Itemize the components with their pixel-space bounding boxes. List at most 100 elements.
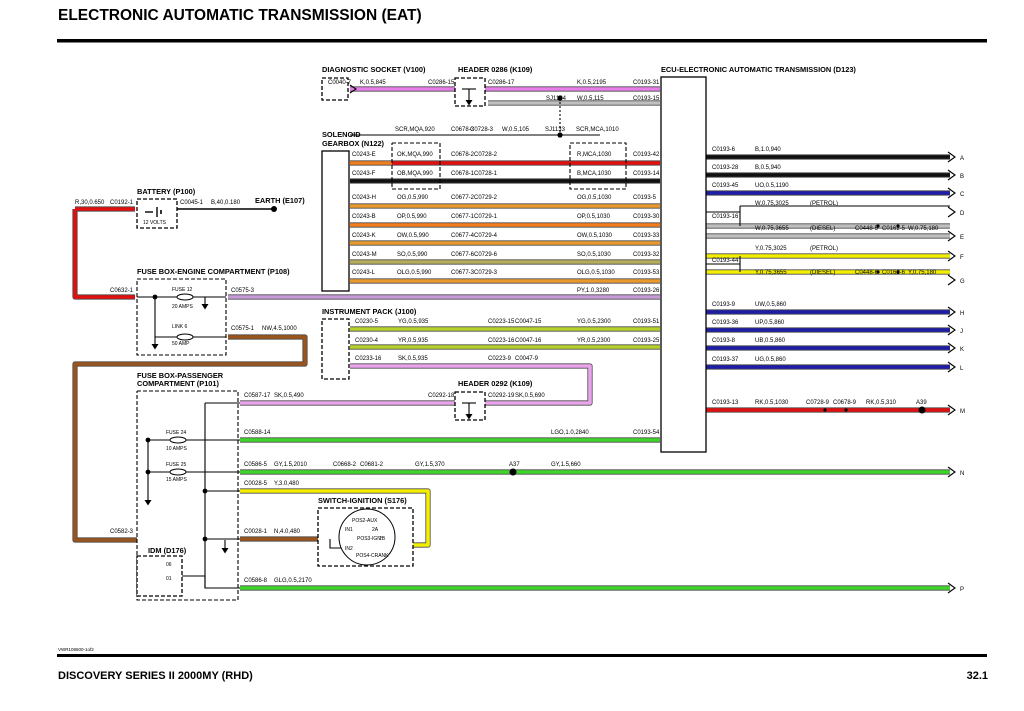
fuse24-label: FUSE 24 xyxy=(166,430,187,436)
label-s4_w2: OP,0.5,1030 xyxy=(577,214,611,220)
label-r_c1: C0193-6 xyxy=(712,147,736,153)
label-s1_c2: C0678-2 xyxy=(451,152,475,158)
label-py_w: PY,1.0,3280 xyxy=(577,288,610,294)
edge-arrow-h xyxy=(947,306,956,318)
edge-letter-n: N xyxy=(960,471,964,477)
edge-arrow-n xyxy=(947,466,956,478)
edge-arrow-b xyxy=(947,169,956,181)
edge-arrow-l xyxy=(947,361,956,373)
label-i3_c3: C0047-9 xyxy=(515,356,539,362)
label-r_c4b: C0448-5 xyxy=(855,226,879,232)
label-w_c2: C0193-15 xyxy=(633,96,660,102)
label-s4_w1: OP,0.5,990 xyxy=(397,214,427,220)
label-gy_c1: C0586-5 xyxy=(244,462,268,468)
label-i2_c: C0230-4 xyxy=(355,338,379,344)
label-i1_c: C0230-5 xyxy=(355,319,379,325)
label-s5_c3: C0729-4 xyxy=(474,233,498,239)
fuse25 xyxy=(169,468,187,476)
label-diag_c2: C0286-15 xyxy=(428,80,455,86)
wires xyxy=(72,86,950,591)
label-bat_c1: C0192-1 xyxy=(110,200,134,206)
switch-pos2: POS2-AUX xyxy=(352,518,378,524)
label-y_c1: C0028-5 xyxy=(244,481,268,487)
switch-in1: IN1 xyxy=(345,527,353,533)
label-r_w8: UB,0.5,860 xyxy=(755,338,786,344)
label-i1_c2: C0223-15 xyxy=(488,319,515,325)
label-s1_c4: C0193-42 xyxy=(633,152,660,158)
label-r_t4b: (DIESEL) xyxy=(810,226,835,232)
switch-pos3: POS3-IGN xyxy=(357,536,381,542)
label-i1_c4: C0193-51 xyxy=(633,319,660,325)
label-r_c5: C0193-44 xyxy=(712,258,739,264)
fuse24 xyxy=(169,436,187,444)
wire-battery-feed-edge xyxy=(72,209,135,300)
label-k_w1: K,0.5,2195 xyxy=(577,80,607,86)
label-glg_w1: GLG,0.5,2170 xyxy=(274,578,312,584)
c0448-6-pin xyxy=(876,270,880,274)
label-s6_w1: SO,0.5,990 xyxy=(397,252,428,258)
header-0286-label: HEADER 0286 (K109) xyxy=(458,65,533,74)
label-s7_c3: C0729-3 xyxy=(474,270,498,276)
battery-label: BATTERY (P100) xyxy=(137,187,196,196)
label-sw_c1: C0678-3 xyxy=(451,127,475,133)
header-rule xyxy=(57,39,987,43)
fusebox-engine-label: FUSE BOX-ENGINE COMPARTMENT (P108) xyxy=(137,267,290,276)
label-r_c2: C0193-28 xyxy=(712,165,739,171)
label-i1_w2: YG,0.5,2300 xyxy=(577,319,611,325)
label-r_w3: UO,0.5,1190 xyxy=(755,183,789,189)
label-s4_c2: C0677-1 xyxy=(451,214,475,220)
label-s6_c: C0243-M xyxy=(352,252,377,258)
edge-arrow-p xyxy=(947,582,956,594)
label-s2_w1: OB,MQA,990 xyxy=(397,171,433,177)
instrument-pack-label: INSTRUMENT PACK (J100) xyxy=(322,307,417,316)
label-br_c: C0582-3 xyxy=(110,529,134,535)
a37-dot xyxy=(509,468,517,476)
solenoid-label-2: GEARBOX (N122) xyxy=(322,139,385,148)
label-r_w5c: Y,0.75,180 xyxy=(908,270,937,276)
label-s2_c: C0243-F xyxy=(352,171,376,177)
label-s3_w2: OG,0.5,1030 xyxy=(577,195,612,201)
label-s7_c: C0243-L xyxy=(352,270,376,276)
label-r_w1: B,1.0,940 xyxy=(755,147,781,153)
label-s2_c2: C0678-1 xyxy=(451,171,475,177)
label-s4_c4: C0193-30 xyxy=(633,214,660,220)
footer-rule xyxy=(57,654,987,657)
label-s7_c2: C0677-3 xyxy=(451,270,475,276)
label-r_w5b: Y,0.75,3655 xyxy=(755,270,787,276)
label-s5_c4: C0193-33 xyxy=(633,233,660,239)
label-s1_c3: C0728-2 xyxy=(474,152,498,158)
fuse25-label: FUSE 25 xyxy=(166,462,187,468)
edge-letter-f: F xyxy=(960,255,964,261)
wire-ignition-y xyxy=(240,489,430,547)
label-r_c5b: C0448-6 xyxy=(855,270,879,276)
wire-link6-nw xyxy=(73,335,307,542)
label-gy_w2: GY,1.5,370 xyxy=(415,462,445,468)
a39-dot xyxy=(918,406,926,414)
edge-letter-c: C xyxy=(960,192,965,198)
label-r_w7: UP,0.5,860 xyxy=(755,320,785,326)
label-gy_c3: C0681-2 xyxy=(360,462,384,468)
label-i2_c2: C0223-16 xyxy=(488,338,515,344)
label-r_w9: UG,0.5,860 xyxy=(755,357,786,363)
edge-arrow-m xyxy=(947,404,956,416)
link6-rating: 50 AMP xyxy=(172,341,190,347)
label-r_w4a: W,0.75,3025 xyxy=(755,201,789,207)
fuse12-arrow xyxy=(201,304,209,310)
label-sw_sj: SJ1133 xyxy=(545,127,566,133)
label-gy_w3: GY,1.5,660 xyxy=(551,462,581,468)
label-r_w10b: RK,0.5,310 xyxy=(866,400,897,406)
label-s2_w2: B,MCA,1030 xyxy=(577,171,612,177)
model-title: DISCOVERY SERIES II 2000MY (RHD) xyxy=(58,670,253,682)
label-i2_w1: YR,0.5,935 xyxy=(398,338,429,344)
label-r_t5a: (PETROL) xyxy=(810,246,838,252)
label-r_w4c: W,0.75,180 xyxy=(908,226,939,232)
label-fe_c3: C0575-1 xyxy=(231,326,255,332)
label-r_w5a: Y,0.75,3025 xyxy=(755,246,787,252)
label-s6_c2: C0677-6 xyxy=(451,252,475,258)
idm-label: IDM (D176) xyxy=(148,546,187,555)
edge-letter-g: G xyxy=(960,279,965,285)
label-s3_w1: OG,0.5,990 xyxy=(397,195,429,201)
switch-2b: 2B xyxy=(379,536,386,542)
label-n_w1: N,4.0,480 xyxy=(274,529,301,535)
